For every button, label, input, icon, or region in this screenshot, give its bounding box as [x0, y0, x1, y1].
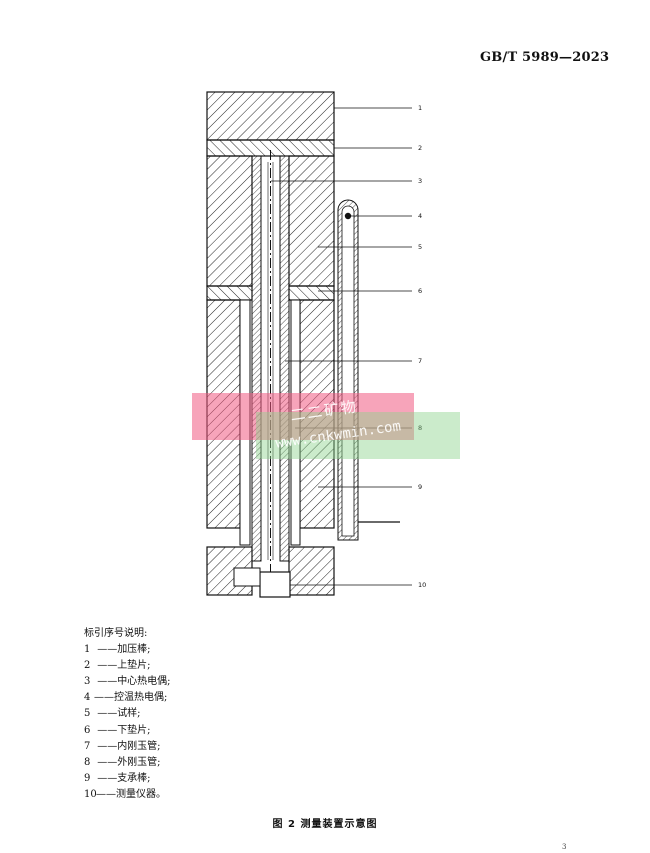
measuring-instrument — [259, 571, 291, 598]
lower-spacer-right — [288, 285, 335, 301]
specimen-right — [288, 155, 335, 287]
legend-item: 7 ——内刚玉管; — [84, 740, 161, 752]
page-number: 3 — [562, 843, 567, 851]
watermark-green-band — [256, 412, 460, 459]
measurement-device-diagram: 1 2 3 4 5 6 7 8 9 10 — [206, 91, 426, 598]
legend-item: 8 ——外刚玉管; — [84, 756, 161, 768]
callout-5: 5 — [418, 243, 422, 251]
inner-alumina-tube-right — [279, 155, 290, 562]
callout-2: 2 — [418, 144, 422, 152]
callout-7: 7 — [418, 357, 422, 365]
inner-alumina-tube-left — [251, 155, 262, 562]
legend-title: 标引序号说明: — [84, 628, 148, 639]
legend-item: 9 ——支承棒; — [84, 772, 151, 784]
legend-item: 1 ——加压棒; — [84, 644, 151, 656]
legend-item: 6 ——下垫片; — [84, 724, 151, 736]
legend-item: 10——测量仪器。 — [84, 788, 166, 800]
callout-10: 10 — [418, 581, 426, 589]
specimen-left — [206, 155, 253, 287]
callout-1: 1 — [418, 104, 422, 112]
callout-4: 4 — [418, 212, 422, 220]
legend: 标引序号说明: 1 ——加压棒; 2 ——上垫片; 3 ——中心热电偶; 4——… — [84, 626, 171, 803]
callout-6: 6 — [418, 287, 422, 295]
legend-item: 2 ——上垫片; — [84, 660, 151, 672]
callout-9: 9 — [418, 483, 422, 491]
pressure-rod — [206, 91, 335, 141]
callout-3: 3 — [418, 177, 422, 185]
legend-item: 4——控温热电偶; — [84, 692, 168, 704]
legend-item: 5 ——试样; — [84, 708, 141, 720]
watermark-pink-band — [192, 393, 414, 440]
base-block-right — [288, 546, 335, 596]
legend-item: 3 ——中心热电偶; — [84, 676, 171, 688]
figure-caption: 图 2 测量装置示意图 — [272, 819, 378, 830]
callout-8: 8 — [418, 424, 422, 432]
standard-code: GB/T 5989—2023 — [480, 50, 610, 65]
lower-spacer-left — [206, 285, 253, 301]
